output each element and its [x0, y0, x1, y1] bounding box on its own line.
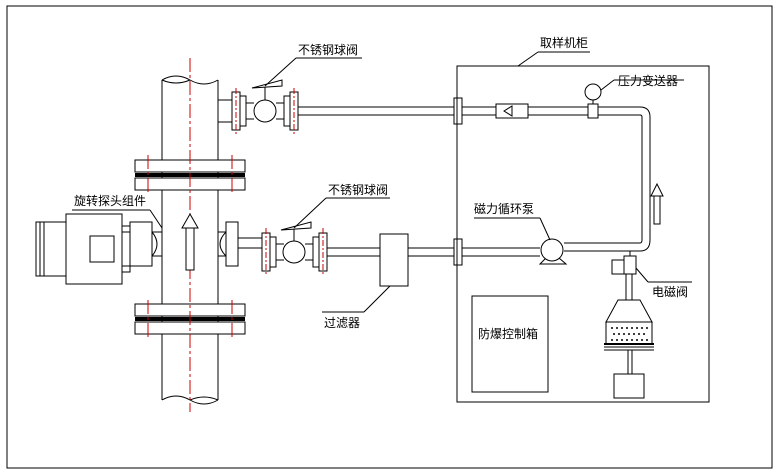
solenoid-valve [611, 251, 637, 300]
label-sampling-cabinet: 取样机柜 [540, 35, 588, 50]
top-valve-centerlines [235, 88, 295, 134]
magnetic-pump [538, 238, 568, 265]
top-valve-assembly [231, 79, 299, 131]
rotary-probe-motor [35, 213, 131, 285]
label-solenoid-valve: 电磁阀 [652, 284, 688, 299]
explosion-proof-box [471, 295, 549, 393]
label-ball-valve-top: 不锈钢球阀 [298, 43, 358, 57]
label-filter: 过滤器 [324, 316, 360, 330]
centerlines [147, 58, 233, 412]
suction-pipe [327, 238, 640, 266]
sampling-bottle-dots [611, 327, 648, 341]
label-rotary-probe: 旋转探头组件 [74, 193, 146, 208]
label-pressure-transmitter: 压力变送器 [618, 73, 678, 88]
sampling-cabinet-box [456, 65, 710, 403]
label-ball-valve-mid: 不锈钢球阀 [328, 183, 388, 197]
filter-housing [379, 233, 409, 287]
flow-arrow-riser [650, 182, 664, 225]
outer-frame [6, 5, 773, 469]
side-nozzles [129, 221, 239, 267]
mid-valve-centerlines [265, 228, 324, 276]
leader-lines [72, 51, 692, 313]
mid-valve-assembly [261, 221, 328, 272]
return-pipe [298, 97, 651, 252]
flow-meter [495, 103, 529, 119]
flow-arrow-main [181, 212, 199, 271]
label-explosion-proof-box: 防爆控制箱 [478, 326, 538, 341]
label-magnetic-pump: 磁力循环泵 [474, 201, 534, 216]
mid-pipe-nozzle [238, 237, 262, 249]
sampling-bottle [604, 299, 654, 399]
pressure-transmitter [584, 83, 602, 119]
